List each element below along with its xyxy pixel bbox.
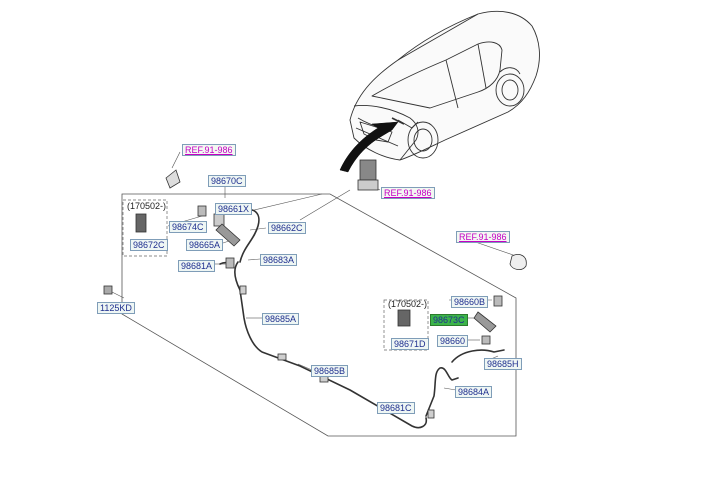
- part-98681C[interactable]: 98681C: [377, 402, 415, 414]
- ref-label-right[interactable]: REF.91-986: [456, 231, 510, 243]
- right-cap: [509, 254, 527, 270]
- part-98665A[interactable]: 98665A: [186, 239, 224, 251]
- location-arrow: [339, 121, 399, 173]
- variant-code-left: (170502-): [127, 201, 167, 211]
- part-98685H[interactable]: 98685H: [484, 358, 522, 370]
- part-98662C[interactable]: 98662C: [268, 222, 306, 234]
- part-98671D[interactable]: 98671D: [391, 338, 429, 350]
- part-98685A[interactable]: 98685A: [262, 313, 300, 325]
- part-98661X[interactable]: 98661X: [215, 203, 253, 215]
- part-98660[interactable]: 98660: [437, 335, 469, 347]
- left-nozzle-cluster: [103, 205, 241, 295]
- part-98684A[interactable]: 98684A: [455, 386, 493, 398]
- part-98673C-highlighted[interactable]: 98673C: [430, 314, 468, 326]
- part-98685B[interactable]: 98685B: [311, 365, 349, 377]
- left-bracket: [165, 169, 181, 189]
- variant-code-right: (170502-): [388, 299, 428, 309]
- ref-label-top[interactable]: REF.91-986: [182, 144, 236, 156]
- part-1125KD[interactable]: 1125KD: [97, 302, 135, 314]
- variant-boxes: [122, 199, 429, 351]
- part-98681A[interactable]: 98681A: [178, 260, 216, 272]
- assembly-outline: [121, 193, 517, 437]
- part-98674C[interactable]: 98674C: [169, 221, 207, 233]
- washer-pump: [357, 159, 379, 191]
- right-nozzle-cluster: [397, 295, 503, 345]
- ref-label-mid[interactable]: REF.91-986: [381, 187, 435, 199]
- part-98660B[interactable]: 98660B: [451, 296, 489, 308]
- part-98672C[interactable]: 98672C: [130, 239, 168, 251]
- part-98670C[interactable]: 98670C: [208, 175, 246, 187]
- part-98683A[interactable]: 98683A: [260, 254, 298, 266]
